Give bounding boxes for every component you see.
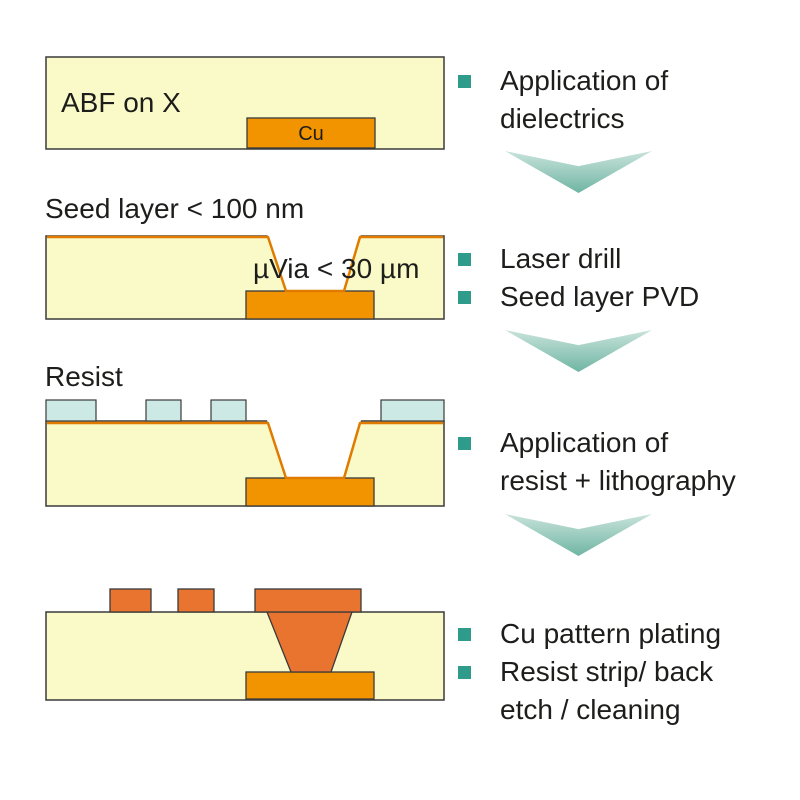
stage3-cross-section: [45, 399, 445, 507]
cu-pad: [245, 477, 375, 507]
stage4-cross-section: [45, 588, 445, 701]
bullet-item: Seed layer PVD: [458, 278, 699, 316]
via-opening: [267, 420, 361, 478]
bullet-square-icon: [458, 253, 471, 266]
bullet-item: Cu pattern plating: [458, 615, 721, 653]
dielectric-layer: [45, 56, 445, 150]
resist-block: [210, 399, 247, 422]
plated-cu-bar: [254, 588, 362, 613]
bullet-text: Application of: [500, 65, 669, 96]
stage2-bullets: Laser drill Seed layer PVD: [458, 240, 699, 316]
down-arrow-icon: [505, 330, 652, 372]
bullet-text: Cu pattern plating: [500, 618, 722, 649]
stage1-cross-section: ABF on X Cu: [45, 56, 445, 150]
plated-cu-trace: [109, 588, 152, 613]
plated-cu-trace: [177, 588, 215, 613]
bullet-square-icon: [458, 291, 471, 304]
bullet-text: resist + lithography: [500, 465, 736, 496]
bullet-square-icon: [458, 628, 471, 641]
stage3-bullets: Application of resist + lithography: [458, 424, 736, 500]
via-label: µVia < 30 µm: [253, 253, 419, 284]
stage4-bullets: Cu pattern plating Resist strip/ back et…: [458, 615, 721, 729]
bullet-text: Resist strip/ back: [500, 656, 714, 687]
dielectric-layer: [45, 420, 445, 507]
seed-layer-line: [47, 235, 443, 293]
bullet-item: Application of resist + lithography: [458, 424, 736, 500]
cu-pad: [245, 671, 375, 700]
stage3-caption: Resist: [45, 361, 123, 392]
cu-pad: [246, 117, 376, 149]
stage1-bullets: Application of dielectrics: [458, 62, 668, 138]
stage1-box-label: ABF on X: [61, 87, 181, 118]
stage2-cross-section: µVia < 30 µm: [45, 234, 445, 320]
bullet-square-icon: [458, 75, 471, 88]
resist-block: [45, 399, 97, 422]
bullet-square-icon: [458, 437, 471, 450]
resist-block: [380, 399, 445, 422]
down-arrow-icon: [505, 514, 652, 556]
bullet-text: Seed layer PVD: [500, 281, 700, 312]
resist-block: [145, 399, 182, 422]
bullet-text: dielectrics: [500, 103, 625, 134]
seed-layer-line: [47, 421, 443, 480]
bullet-item: Laser drill: [458, 240, 699, 278]
stage2-caption: Seed layer < 100 nm: [45, 193, 305, 224]
cu-pad: [245, 290, 375, 320]
down-arrow-icon: [505, 151, 652, 193]
bullet-square-icon: [458, 666, 471, 679]
bullet-text: etch / cleaning: [500, 694, 681, 725]
bullet-text: Application of: [500, 427, 669, 458]
bullet-item: Application of dielectrics: [458, 62, 668, 138]
via-opening: [267, 234, 361, 291]
bullet-item: Resist strip/ back etch / cleaning: [458, 653, 721, 729]
bullet-text: Laser drill: [500, 243, 622, 274]
cu-pad-label: Cu: [298, 123, 324, 145]
dielectric-layer: [45, 611, 445, 701]
